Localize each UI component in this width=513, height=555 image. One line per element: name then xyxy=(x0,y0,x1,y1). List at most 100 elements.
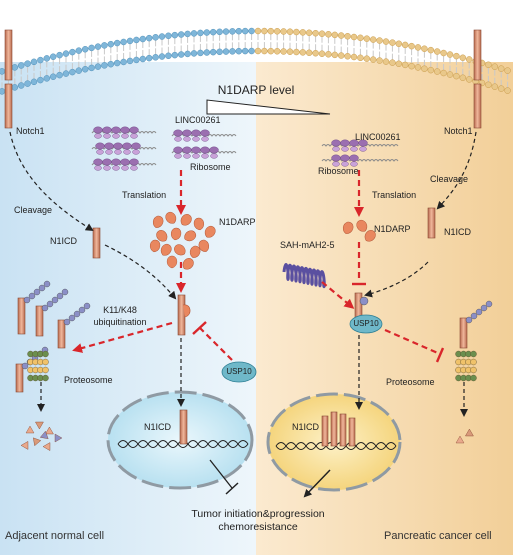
peptide-fragment xyxy=(455,435,465,444)
proteasome-subunit xyxy=(470,366,477,374)
usp10-label-right: USP10 xyxy=(353,319,379,328)
notch1-receptor-left xyxy=(4,29,13,129)
membrane-head xyxy=(465,76,473,83)
membrane-head xyxy=(145,34,153,42)
linc-label-right: LINC00261 xyxy=(355,132,401,142)
membrane-head xyxy=(299,49,307,56)
membrane-head xyxy=(152,34,159,41)
ribosome-small xyxy=(130,133,138,139)
membrane-head xyxy=(203,29,211,36)
translation-label-right: Translation xyxy=(372,190,417,200)
ubiquitin xyxy=(465,316,473,324)
ribosome-large xyxy=(182,146,192,154)
membrane-head xyxy=(203,49,211,56)
ubiquitinated-notch-right xyxy=(459,300,493,349)
n1darp-molecule xyxy=(204,225,216,238)
n1darp-molecule xyxy=(182,258,194,270)
ribosome-large xyxy=(93,158,103,166)
membrane-head xyxy=(261,47,268,55)
ribosome-large xyxy=(131,142,141,150)
linc00261-ribosome-complex-left xyxy=(91,126,237,171)
peptide-label: SAH-mAH2-5 xyxy=(280,240,335,250)
notch1-label-left: Notch1 xyxy=(16,126,45,136)
ubiquitin xyxy=(470,312,478,320)
membrane-head xyxy=(376,57,383,64)
membrane-head xyxy=(0,88,6,95)
membrane-head xyxy=(37,76,44,84)
membrane-head xyxy=(408,62,415,70)
membrane-head xyxy=(401,61,409,69)
membrane-head xyxy=(433,48,441,55)
peptide-fragment xyxy=(45,426,54,435)
membrane-head xyxy=(350,53,358,61)
ribosome-large xyxy=(358,139,368,147)
membrane-head xyxy=(318,30,326,37)
membrane-head xyxy=(120,38,127,46)
membrane-head xyxy=(459,54,467,62)
membrane-head xyxy=(261,27,268,35)
left-cell-label: Adjacent normal cell xyxy=(5,530,105,542)
membrane-head xyxy=(280,28,287,35)
membrane-head xyxy=(235,27,243,35)
proteasome-subunit xyxy=(470,358,477,366)
ribosome-small xyxy=(114,149,122,155)
membrane-head xyxy=(465,56,473,63)
usp10-label-left: USP10 xyxy=(226,367,252,376)
n1darp-molecule xyxy=(152,215,164,228)
membrane-head xyxy=(139,35,147,43)
ribosome-large xyxy=(111,158,121,166)
membrane-head xyxy=(190,30,198,37)
membrane-head xyxy=(81,46,89,53)
membrane-head xyxy=(485,61,492,69)
ribosome-large xyxy=(129,126,139,134)
membrane-head xyxy=(209,28,217,36)
n1darp-molecule xyxy=(189,245,201,258)
membrane-head xyxy=(30,58,38,66)
membrane-head xyxy=(88,64,95,72)
membrane-head xyxy=(453,52,460,60)
ubiquitin xyxy=(38,284,46,292)
membrane-head xyxy=(325,51,332,58)
membrane-head xyxy=(254,27,262,35)
membrane-head xyxy=(49,73,57,80)
membrane-head xyxy=(446,51,454,58)
notch-fragment xyxy=(57,319,66,349)
n1darp-molecule xyxy=(165,211,177,224)
n1darp-molecule xyxy=(174,244,186,256)
membrane-head xyxy=(24,60,31,67)
ribosome-large xyxy=(200,146,210,154)
ribosome-large xyxy=(191,146,201,154)
membrane-head xyxy=(254,47,262,55)
n1darp-molecule xyxy=(149,239,161,253)
ribosome-large xyxy=(113,142,123,150)
membrane-head xyxy=(94,43,102,50)
outcome-line2: chemoresistance xyxy=(218,521,298,533)
ribosome-large xyxy=(122,142,132,150)
ribosome-large xyxy=(104,142,114,150)
membrane-head xyxy=(401,41,409,49)
membrane-head xyxy=(17,82,25,89)
membrane-head xyxy=(171,51,179,59)
ribosome-large xyxy=(95,142,105,150)
ribosome-large xyxy=(111,126,121,134)
membrane-head xyxy=(504,87,511,94)
ribosome-large xyxy=(349,154,359,162)
red-inhibit-usp10-left xyxy=(199,327,233,361)
ubiquitin xyxy=(485,300,493,308)
membrane-head xyxy=(241,47,249,55)
membrane-head xyxy=(433,68,441,75)
ribosome-small xyxy=(121,133,129,139)
membrane-head xyxy=(190,50,198,57)
dna-strand xyxy=(117,443,249,448)
peptide-fragment xyxy=(33,437,42,447)
notch-fragment xyxy=(459,317,468,349)
ubiquitin xyxy=(33,288,41,296)
membrane-head xyxy=(75,67,83,74)
ubiquitination-label-line1: K11/K48 xyxy=(103,305,137,315)
membrane-head xyxy=(69,48,76,56)
membrane-head xyxy=(229,28,236,35)
membrane-head xyxy=(382,38,390,45)
ribosome-small xyxy=(105,149,113,155)
n1darp-label-left: N1DARP xyxy=(219,217,256,227)
